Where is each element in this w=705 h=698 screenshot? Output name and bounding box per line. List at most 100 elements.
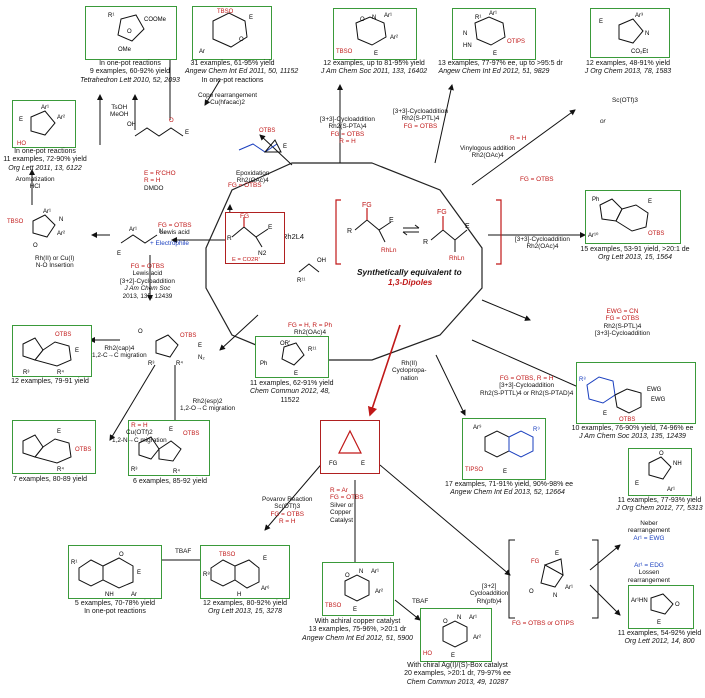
product-box-oxazolone-b: Ar¹HN O E bbox=[628, 585, 694, 629]
start-e-def: E = CO2R' bbox=[232, 257, 260, 263]
svg-text:Ar¹HN: Ar¹HN bbox=[631, 598, 648, 604]
svg-text:E: E bbox=[374, 51, 378, 57]
svg-text:Ar¹: Ar¹ bbox=[469, 615, 477, 621]
svg-text:OR': OR' bbox=[280, 341, 290, 347]
svg-text:E: E bbox=[137, 570, 141, 576]
center-rhln-label-a: RhLn bbox=[381, 247, 397, 254]
svg-text:OTBS: OTBS bbox=[648, 231, 664, 237]
start-fg: FG bbox=[240, 213, 249, 220]
svg-text:Ar²: Ar² bbox=[473, 635, 481, 641]
svg-text:E: E bbox=[169, 427, 173, 433]
svg-text:R⁸: R⁸ bbox=[579, 376, 586, 383]
svg-text:Ar¹: Ar¹ bbox=[565, 585, 573, 591]
product-box-oxazole: OR' R¹¹ Ph E bbox=[255, 336, 329, 378]
svg-text:R⁸: R⁸ bbox=[203, 571, 210, 578]
cyclopropene-box: FG E bbox=[320, 420, 380, 474]
label-fg-otbs-2: FG = OTBS bbox=[520, 176, 554, 183]
svg-text:Ar²: Ar² bbox=[57, 231, 65, 237]
svg-text:Ar⁶: Ar⁶ bbox=[261, 585, 270, 592]
pyridopyridazine-structure: Ar⁹ R⁹ TIPSO E bbox=[465, 424, 540, 475]
svg-text:N₂: N₂ bbox=[198, 355, 205, 361]
label-tbaf-2: TBAF bbox=[412, 598, 429, 605]
bicyclic-c-structure: E OTBS R³ R⁴ bbox=[131, 427, 199, 475]
svg-text:E: E bbox=[294, 371, 298, 377]
svg-text:Ph: Ph bbox=[260, 361, 267, 367]
center-r-label-b: R bbox=[423, 239, 428, 246]
svg-text:NH: NH bbox=[673, 461, 682, 467]
svg-text:COOMe: COOMe bbox=[144, 17, 167, 23]
product-box-oxazolone-a: O NH E Ar¹ bbox=[628, 448, 692, 496]
oxepine-structure: TBSO E O Ar bbox=[199, 9, 253, 55]
svg-text:N: N bbox=[553, 593, 557, 599]
svg-text:Ar¹: Ar¹ bbox=[489, 11, 497, 17]
svg-text:E: E bbox=[185, 130, 189, 136]
center-rhln-label-b: RhLn bbox=[449, 255, 465, 262]
product-box-isoxazoline: O N Ar¹ Ar² TBSO E bbox=[322, 562, 394, 616]
product-box-oxazine: N Ar¹ Ar² O TBSO E bbox=[333, 8, 417, 60]
isoxazoline-b-structure: O N Ar¹ Ar² HO E bbox=[423, 615, 481, 659]
svg-text:N: N bbox=[59, 217, 63, 223]
svg-text:E: E bbox=[283, 144, 287, 150]
label-electrophile: + Electrophile bbox=[150, 240, 189, 247]
svg-text:TBSO: TBSO bbox=[7, 219, 24, 225]
svg-text:FG: FG bbox=[531, 559, 540, 565]
svg-text:OTBS: OTBS bbox=[55, 332, 71, 338]
svg-text:Ar¹: Ar¹ bbox=[43, 209, 51, 215]
svg-text:OTBS: OTBS bbox=[75, 447, 91, 453]
label-sc-otf: Sc(OTf)3 bbox=[612, 97, 638, 104]
caption-bicyclic-c: 6 examples, 85-92 yield bbox=[133, 478, 207, 485]
svg-text:OH: OH bbox=[317, 258, 326, 264]
cp-e: E bbox=[361, 461, 365, 467]
cyclopropyl-ylide: FG E O N Ar¹ bbox=[529, 551, 573, 599]
aldol-adduct: OH O E bbox=[127, 118, 189, 137]
caption-bicyclic-a: 12 examples, 79-91 yield bbox=[11, 378, 89, 385]
oxazine-structure: N Ar¹ Ar² O TBSO E bbox=[336, 13, 398, 57]
svg-text:R³: R³ bbox=[148, 361, 154, 367]
oxazole-structure: OR' R¹¹ Ph E bbox=[260, 341, 316, 377]
label-rh-cu: Rh(II) or Cu(I)N-O Insertion bbox=[35, 255, 75, 270]
label-or: or bbox=[600, 118, 606, 125]
svg-text:N₂: N₂ bbox=[159, 229, 166, 235]
svg-text:Ar: Ar bbox=[131, 592, 137, 598]
svg-text:OTBS: OTBS bbox=[180, 333, 196, 339]
product-box-bicyclic-b: E OTBS R⁴ bbox=[12, 420, 96, 474]
product-box-pyridazine: R¹ Ar¹ N HN OTIPS E bbox=[452, 8, 536, 60]
label-fg-otbs-otips: FG = OTBS or OTIPS bbox=[512, 620, 574, 627]
svg-text:N: N bbox=[463, 31, 467, 37]
product-box-furan: R¹ COOMe OMe O bbox=[85, 6, 177, 60]
svg-text:O: O bbox=[675, 602, 680, 608]
furan-structure: R¹ COOMe OMe O bbox=[108, 13, 167, 53]
pyrrole-structure: Ar¹ Ar² E HO bbox=[17, 105, 65, 147]
svg-text:OTIPS: OTIPS bbox=[507, 39, 525, 45]
svg-text:R¹: R¹ bbox=[108, 13, 114, 19]
product-box-isoxazoline-b: O N Ar¹ Ar² HO E bbox=[420, 608, 492, 662]
oxime-reagent: OH R¹¹ bbox=[297, 258, 326, 282]
svg-text:TBSO: TBSO bbox=[336, 49, 353, 55]
svg-text:Ar³: Ar³ bbox=[635, 13, 643, 19]
svg-text:E: E bbox=[493, 51, 497, 57]
svg-text:Ar¹: Ar¹ bbox=[371, 569, 379, 575]
svg-text:R⁴: R⁴ bbox=[57, 466, 64, 473]
product-box-oxepine: TBSO E O Ar bbox=[192, 6, 272, 60]
svg-text:R⁴: R⁴ bbox=[173, 468, 180, 475]
bicyclic-b-structure: E OTBS R⁴ bbox=[22, 429, 91, 473]
caption-bicyclic-b: 7 examples, 80-89 yield bbox=[13, 476, 87, 483]
svg-text:N: N bbox=[359, 569, 363, 575]
center-fg-label-b: FG bbox=[437, 209, 447, 216]
svg-text:Ar¹: Ar¹ bbox=[384, 13, 392, 19]
svg-text:R⁴: R⁴ bbox=[176, 360, 183, 367]
